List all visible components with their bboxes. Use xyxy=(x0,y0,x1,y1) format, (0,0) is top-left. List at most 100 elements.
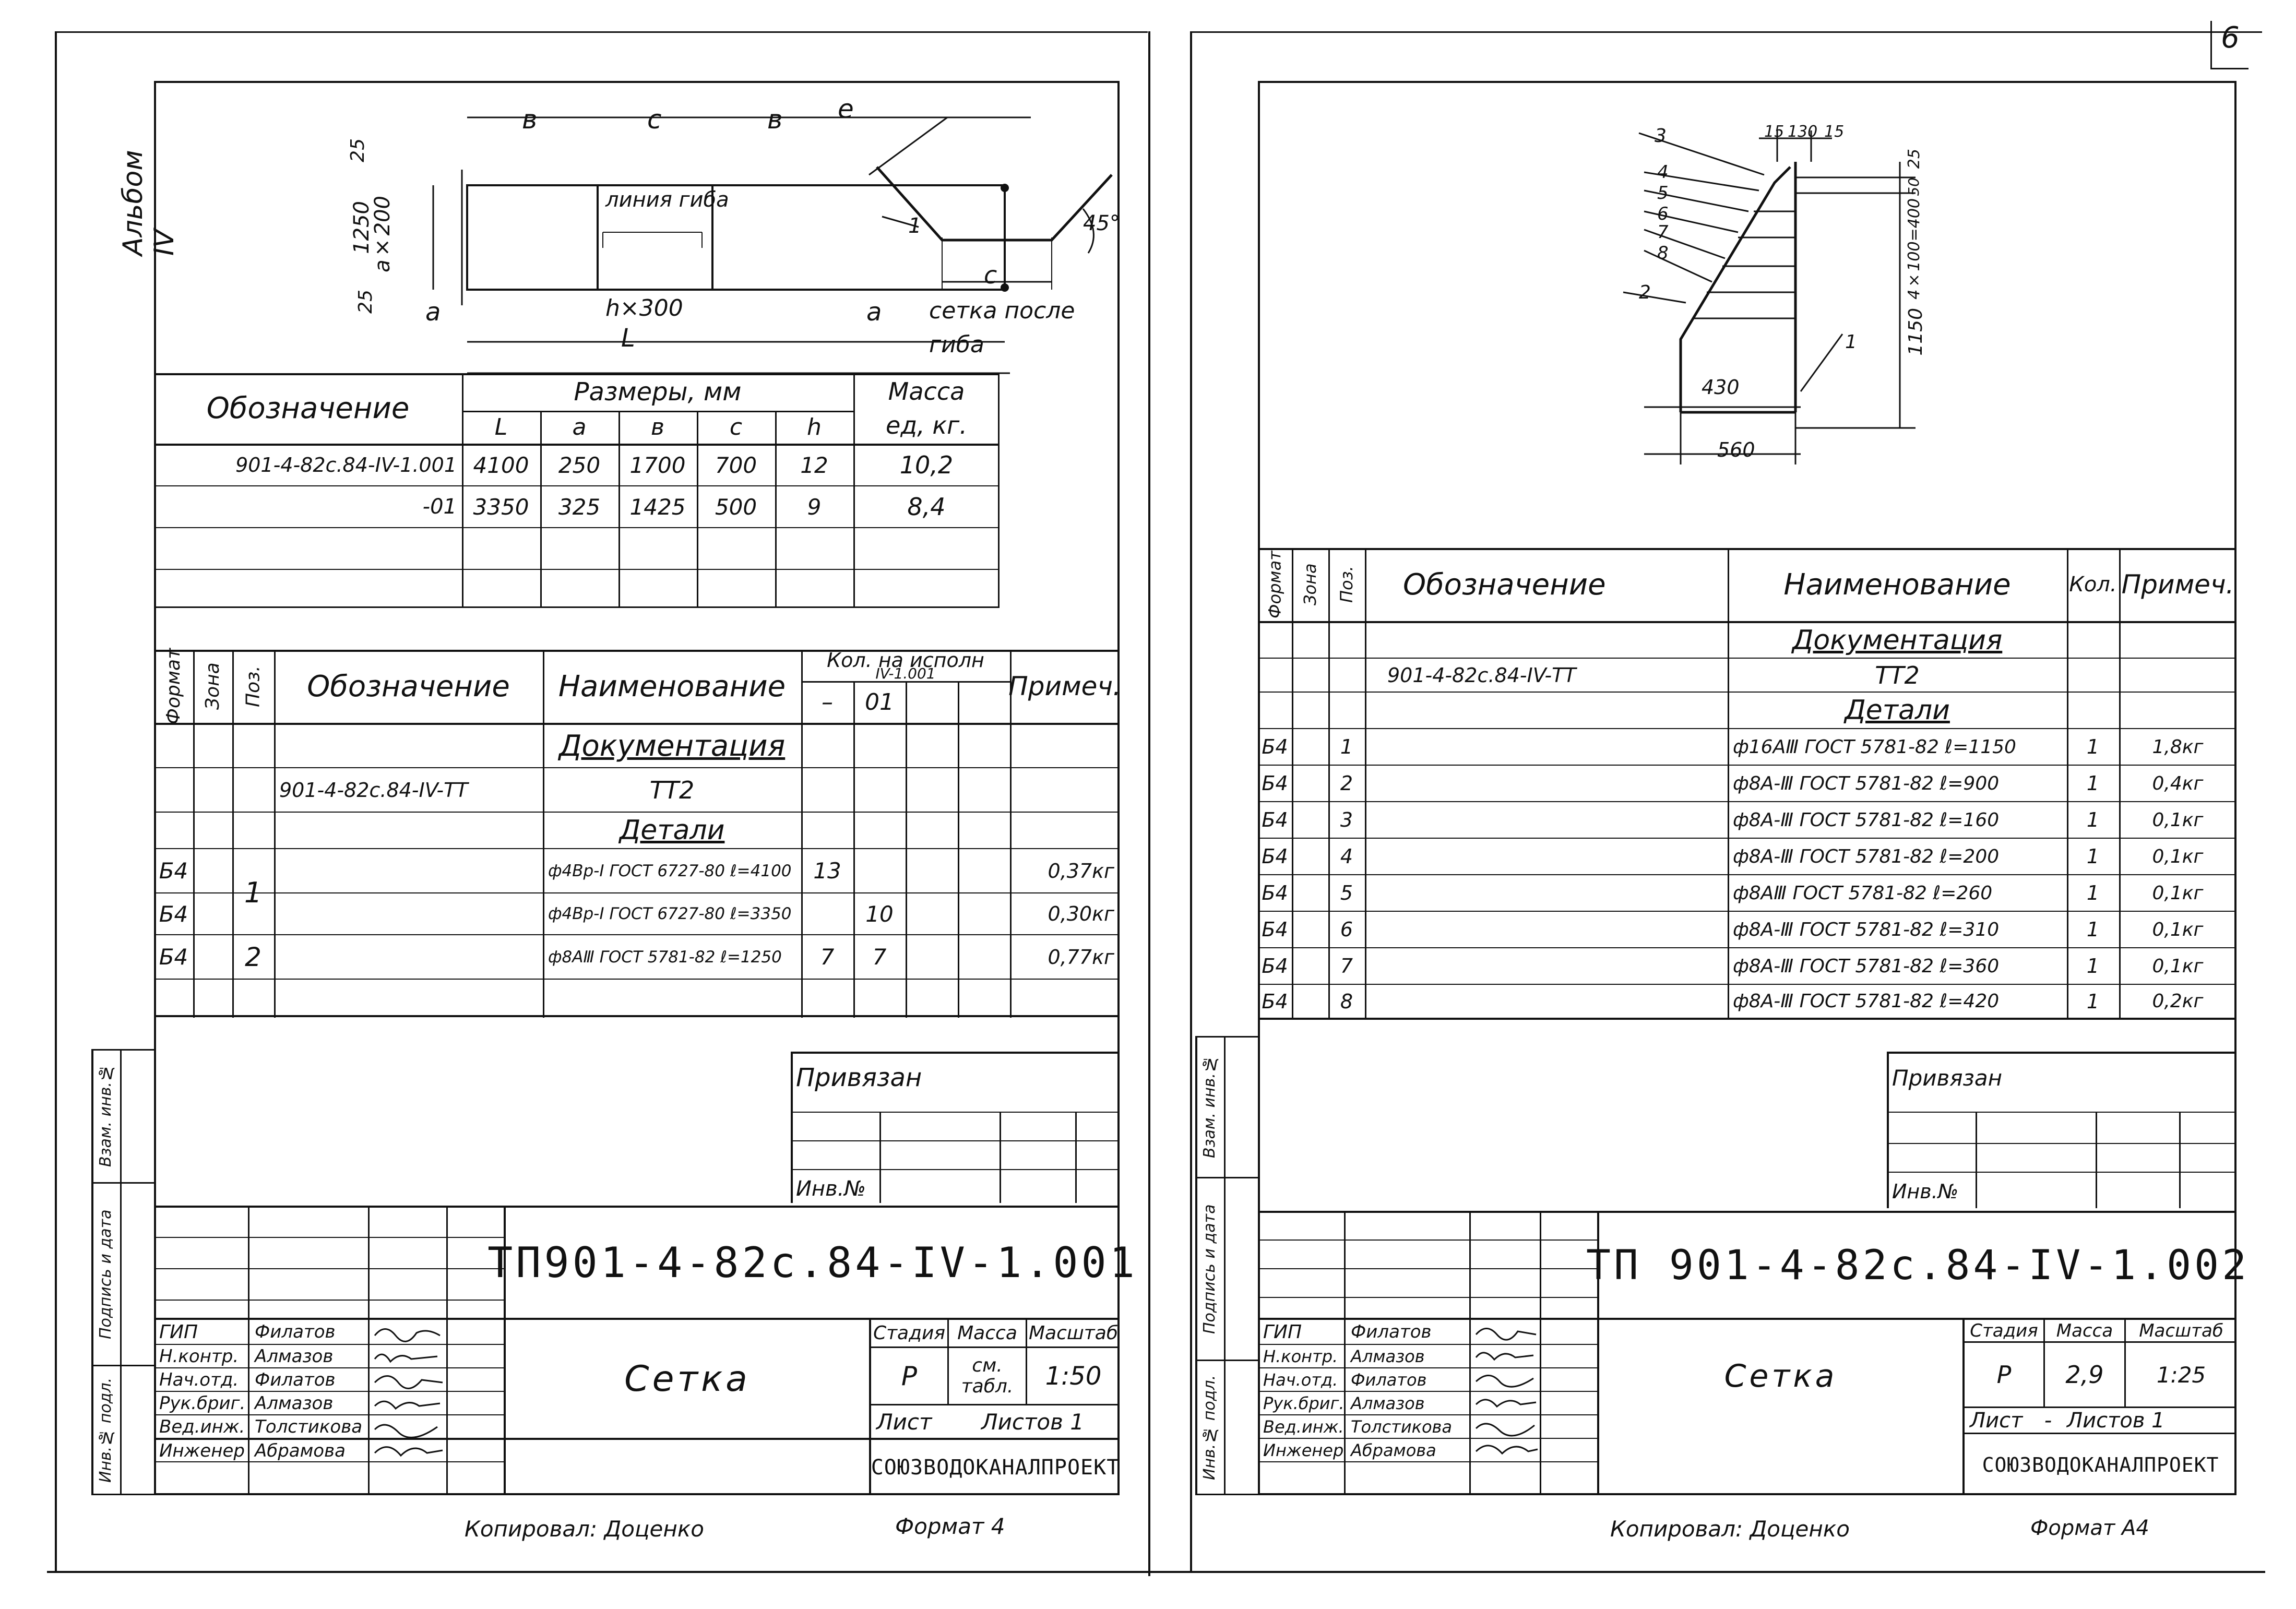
spec-row-note: 0,1кг xyxy=(2152,955,2204,977)
col-pos: Поз. xyxy=(242,665,264,707)
scale-header: Масштаб xyxy=(1028,1322,1119,1344)
size-row-a: 250 xyxy=(558,452,601,478)
dim-15-right: 15 xyxy=(1824,123,1845,141)
spec-row-pos: 5 xyxy=(1340,881,1353,904)
dim-b1: в xyxy=(522,104,538,135)
spec-row-pos: 2 xyxy=(245,941,261,972)
role-dept-head: Нач.отд. xyxy=(1263,1369,1338,1390)
copied-by-right: Копировал: Доценко xyxy=(1610,1516,1850,1542)
spec-row-q1: 13 xyxy=(813,858,841,884)
col-qty-2: 01 xyxy=(865,688,894,716)
spec-row-format: Б4 xyxy=(1262,845,1288,868)
role-gip: ГИП xyxy=(159,1321,198,1343)
stage-header: Стадия xyxy=(873,1322,946,1344)
spec-row-qty: 1 xyxy=(2086,735,2100,758)
mesh-drawing-left xyxy=(432,116,1113,374)
pos-label-4: 4 xyxy=(1657,162,1669,183)
col-name: Наименование xyxy=(1783,567,2011,602)
spec-row-note: 0,1кг xyxy=(2152,845,2204,867)
mass-value: см. табл. xyxy=(961,1354,1014,1397)
size-row-h: 9 xyxy=(807,494,822,520)
spec-row-pos: 1 xyxy=(244,876,263,909)
stage-header: Стадия xyxy=(1970,1320,2038,1341)
col-designation: Обозначение xyxy=(307,669,510,704)
organization: СОЮЗВОДОКАНАЛПРОЕКТ xyxy=(1982,1453,2219,1476)
sheet-label: Лист xyxy=(876,1409,932,1435)
signatures xyxy=(374,1328,443,1457)
person-name: Абрамова xyxy=(255,1440,346,1461)
size-row-des: 901-4-82с.84-IV-1.001 xyxy=(235,454,457,476)
spec-row-name: ф8А-Ⅲ ГОСТ 5781-82 ℓ=360 xyxy=(1733,955,2000,977)
organization: СОЮЗВОДОКАНАЛПРОЕКТ xyxy=(871,1456,1120,1480)
spec-section-parts: Детали xyxy=(1845,695,1950,726)
spec-row-note: 0,77кг xyxy=(1048,945,1114,969)
angle-45: 45° xyxy=(1083,211,1120,235)
sheets-label: Листов 1 xyxy=(2067,1408,2165,1433)
col-note: Примеч. xyxy=(1008,671,1121,701)
dim-c-after: с xyxy=(984,261,997,289)
side-label-inv-orig: Инв.№ подл. xyxy=(1200,1375,1219,1480)
side-label-signature-date: Подпись и дата xyxy=(1200,1204,1219,1334)
col-format: Формат xyxy=(1265,551,1285,618)
dim-a-right: а xyxy=(866,297,882,327)
mesh-drawing-right xyxy=(1623,130,1916,464)
spec-row-name: ф8А-Ⅲ ГОСТ 5781-82 ℓ=160 xyxy=(1733,809,2000,831)
spec-row-name: ф4Вр-I ГОСТ 6727-80 ℓ=3350 xyxy=(548,904,792,923)
spec-row-name: ТТ2 xyxy=(1875,661,1920,689)
col-designation-header: Обозначение xyxy=(206,391,410,425)
spec-row-pos: 4 xyxy=(1340,845,1353,868)
spec-row-q2: 7 xyxy=(872,944,887,970)
spec-row-q2: 10 xyxy=(865,901,894,927)
spec-row-name: ф8А-Ⅲ ГОСТ 5781-82 ℓ=900 xyxy=(1733,772,2000,794)
spec-row-note: 0,1кг xyxy=(2152,882,2204,904)
spec-row-format: Б4 xyxy=(159,858,188,884)
scale-header: Масштаб xyxy=(2139,1320,2223,1341)
spec-table-right: Формат Зона Поз. Обозначение Наименовани… xyxy=(1258,548,2236,1023)
spec-row-name: ф8А-Ⅲ ГОСТ 5781-82 ℓ=200 xyxy=(1733,845,2000,867)
col-zone: Зона xyxy=(202,662,223,710)
size-table-left: Обозначение Размеры, мм Масса ед, кг. L … xyxy=(154,373,1000,608)
drawing-code: ТП 901-4-82с.84-IV-1.002 xyxy=(1586,1242,2250,1289)
role-lead-engineer: Вед.инж. xyxy=(1263,1416,1344,1437)
copied-by-left: Копировал: Доценко xyxy=(465,1516,704,1542)
mass-header: Масса xyxy=(2056,1320,2113,1341)
size-row-b: 1425 xyxy=(629,494,686,520)
size-row-a: 325 xyxy=(558,494,601,520)
side-strip-right: Взам. инв.№ Подпись и дата Инв.№ подл. xyxy=(1195,1036,1258,1495)
size-row-des: -01 xyxy=(422,495,457,519)
caption-after-bend-1: сетка после xyxy=(929,297,1075,324)
col-sizes-header: Размеры, мм xyxy=(574,377,742,407)
dim-ax200: а×200 xyxy=(371,196,395,272)
col-note: Примеч. xyxy=(2121,569,2234,600)
role-norm-control: Н.контр. xyxy=(159,1345,239,1367)
spec-row-format: Б4 xyxy=(1262,808,1288,831)
caption-after-bend-2: гиба xyxy=(929,331,984,358)
mass-header: Масса xyxy=(957,1322,1017,1344)
sheets-label: Листов 1 xyxy=(981,1409,1084,1435)
sheet-label: Лист xyxy=(1970,1408,2023,1433)
spec-row-note: 0,1кг xyxy=(2152,919,2204,940)
stage-value: Р xyxy=(901,1361,918,1391)
scale-value: 1:25 xyxy=(2156,1362,2206,1388)
spec-row-pos: 7 xyxy=(1340,955,1353,978)
side-label-inv-orig: Инв.№ подл. xyxy=(97,1377,115,1483)
col-mass-header: Масса xyxy=(888,377,965,406)
pos-label-5: 5 xyxy=(1657,183,1669,204)
dim-b2: в xyxy=(767,104,783,135)
col-name: Наименование xyxy=(558,669,786,704)
size-row-h: 12 xyxy=(800,452,828,478)
spec-row-qty: 1 xyxy=(2086,808,2100,831)
pos-label-2: 2 xyxy=(1639,282,1651,303)
size-row-c: 700 xyxy=(715,452,757,478)
inv-label: Инв.№ xyxy=(796,1176,866,1201)
side-label-replace-inv: Взам. инв.№ xyxy=(97,1064,115,1167)
dim-15-left: 15 xyxy=(1764,123,1785,141)
spec-row-format: Б4 xyxy=(1262,990,1288,1013)
spec-row-note: 0,4кг xyxy=(2152,772,2204,794)
size-row-b: 1700 xyxy=(629,452,686,478)
inv-label: Инв.№ xyxy=(1892,1179,1959,1203)
col-designation: Обозначение xyxy=(1403,567,1606,602)
outer-frame-left xyxy=(55,31,1148,1572)
col-zone: Зона xyxy=(1300,563,1320,606)
spec-table-left: Формат Зона Поз. Обозначение Наименовани… xyxy=(154,648,1121,1018)
